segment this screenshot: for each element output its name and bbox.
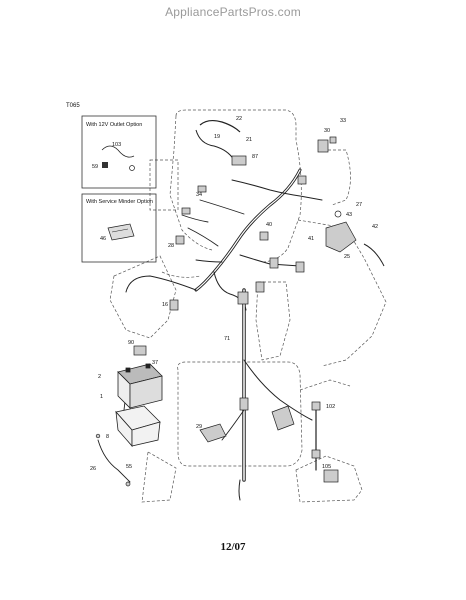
tractor-outline bbox=[109, 109, 387, 503]
callout-42: 42 bbox=[372, 224, 378, 230]
callout-28: 28 bbox=[168, 243, 174, 249]
callout-55: 55 bbox=[126, 464, 132, 470]
battery bbox=[117, 363, 163, 409]
callout-41: 41 bbox=[308, 236, 314, 242]
service-option-title: With Service Minder Option bbox=[86, 199, 153, 205]
callout-87: 87 bbox=[252, 154, 258, 160]
outlet-option-box: With 12V Outlet Option bbox=[81, 115, 157, 189]
callout-71: 71 bbox=[224, 336, 230, 342]
callouts: 22 21 19 30 33 87 34 27 43 41 42 25 40 2… bbox=[90, 116, 378, 472]
callout-102: 102 bbox=[326, 404, 335, 410]
callout-22: 22 bbox=[236, 116, 242, 122]
page-footer: 12/07 bbox=[220, 541, 246, 553]
callout-2: 2 bbox=[98, 374, 101, 380]
callout-25: 25 bbox=[344, 254, 350, 260]
callout-8: 8 bbox=[106, 434, 109, 440]
callout-43: 43 bbox=[346, 212, 352, 218]
callout-21: 21 bbox=[246, 137, 252, 143]
service-minder-option-box: With Service Minder Option bbox=[81, 193, 157, 263]
wire-harness bbox=[97, 168, 323, 501]
battery-tray bbox=[115, 405, 161, 448]
callout-1: 1 bbox=[100, 394, 103, 400]
callout-30: 30 bbox=[324, 128, 330, 134]
callout-19: 19 bbox=[214, 134, 220, 140]
callout-105: 105 bbox=[322, 464, 331, 470]
watermark: AppliancePartsPros.com bbox=[165, 5, 301, 19]
callout-34: 34 bbox=[196, 192, 202, 198]
components bbox=[95, 119, 385, 487]
callout-16: 16 bbox=[162, 302, 168, 308]
callout-33: 33 bbox=[340, 118, 346, 124]
callout-103: 103 bbox=[112, 142, 121, 148]
callout-40: 40 bbox=[266, 222, 272, 228]
callout-27: 27 bbox=[356, 202, 362, 208]
outlet-option-title: With 12V Outlet Option bbox=[86, 122, 142, 128]
callout-90: 90 bbox=[128, 340, 134, 346]
callout-26: 26 bbox=[90, 466, 96, 472]
callout-46: 46 bbox=[100, 236, 106, 242]
callout-29: 29 bbox=[196, 424, 202, 430]
callout-37: 37 bbox=[152, 360, 158, 366]
diagram-code: T065 bbox=[66, 103, 80, 109]
callout-59: 59 bbox=[92, 164, 98, 170]
